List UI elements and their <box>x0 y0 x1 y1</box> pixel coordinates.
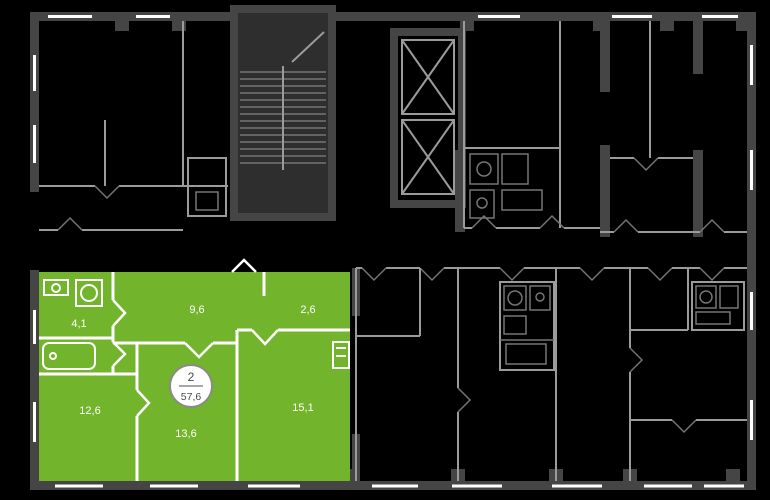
washing-machine-icon <box>503 285 527 311</box>
door-marker <box>457 347 697 434</box>
unit-top-middle <box>463 21 600 229</box>
bathtub-icon <box>505 343 547 365</box>
elevator-block <box>390 28 466 208</box>
bathroom-fixtures <box>469 153 543 219</box>
washing-machine-icon <box>469 153 499 185</box>
sink-icon <box>501 153 529 185</box>
window-strips <box>33 15 753 488</box>
windows <box>33 15 753 488</box>
room-label-bedroom-1: 12,6 <box>79 405 100 417</box>
staircase <box>230 5 336 221</box>
door-marker <box>112 299 279 417</box>
bathtub-icon <box>695 311 731 325</box>
toilet-icon <box>469 189 495 219</box>
wall-left-lower <box>30 270 39 490</box>
bathroom-fixtures <box>499 281 555 371</box>
room-label-bedroom-2: 13,6 <box>175 428 196 440</box>
wall-top <box>30 12 756 21</box>
room-label-bathroom: 4,1 <box>71 318 86 330</box>
stair-direction-line <box>291 31 325 63</box>
apartment-fixtures <box>42 279 350 370</box>
sink-icon <box>719 285 739 309</box>
door-marker <box>361 267 725 282</box>
bathtub-icon <box>501 189 543 211</box>
wall-left-upper <box>30 12 39 192</box>
trash-chute-icon <box>195 191 219 211</box>
door-marker <box>57 185 120 231</box>
bathtub-icon <box>42 342 96 370</box>
apartment-badge[interactable]: 2 57,6 <box>169 364 213 408</box>
elevator-cross-icon <box>401 39 455 115</box>
bathroom-fixtures <box>691 281 745 331</box>
wall-right <box>747 12 756 490</box>
unit-top-left <box>39 21 228 231</box>
unit-top-right <box>600 21 747 233</box>
door-marker <box>471 214 565 229</box>
sink-icon <box>529 285 551 311</box>
elevator-shaft-1 <box>401 39 455 115</box>
electrical-panel-icon <box>332 341 350 369</box>
unit-dividers <box>355 268 747 481</box>
room-label-hallway: 2,6 <box>300 304 315 316</box>
room-label-living-room: 15,1 <box>292 402 313 414</box>
elevator-cross-icon <box>401 119 455 195</box>
badge-total-area: 57,6 <box>181 391 202 403</box>
washing-machine-icon <box>695 285 717 309</box>
elevator-shaft-2 <box>401 119 455 195</box>
neighbor-units <box>355 267 747 481</box>
badge-rooms-count: 2 <box>188 370 195 384</box>
door-marker <box>613 157 725 233</box>
apartment-inner-walls <box>39 272 350 481</box>
apartment-highlight[interactable]: 4,1 9,6 2,6 12,6 13,6 15,1 2 57,6 <box>39 258 350 481</box>
entry-door-marker <box>231 258 257 273</box>
room-label-kitchen: 9,6 <box>189 304 204 316</box>
washing-machine-icon <box>75 279 103 307</box>
sink-icon <box>43 279 69 296</box>
toilet-icon <box>503 315 527 335</box>
utility-room <box>187 157 227 217</box>
